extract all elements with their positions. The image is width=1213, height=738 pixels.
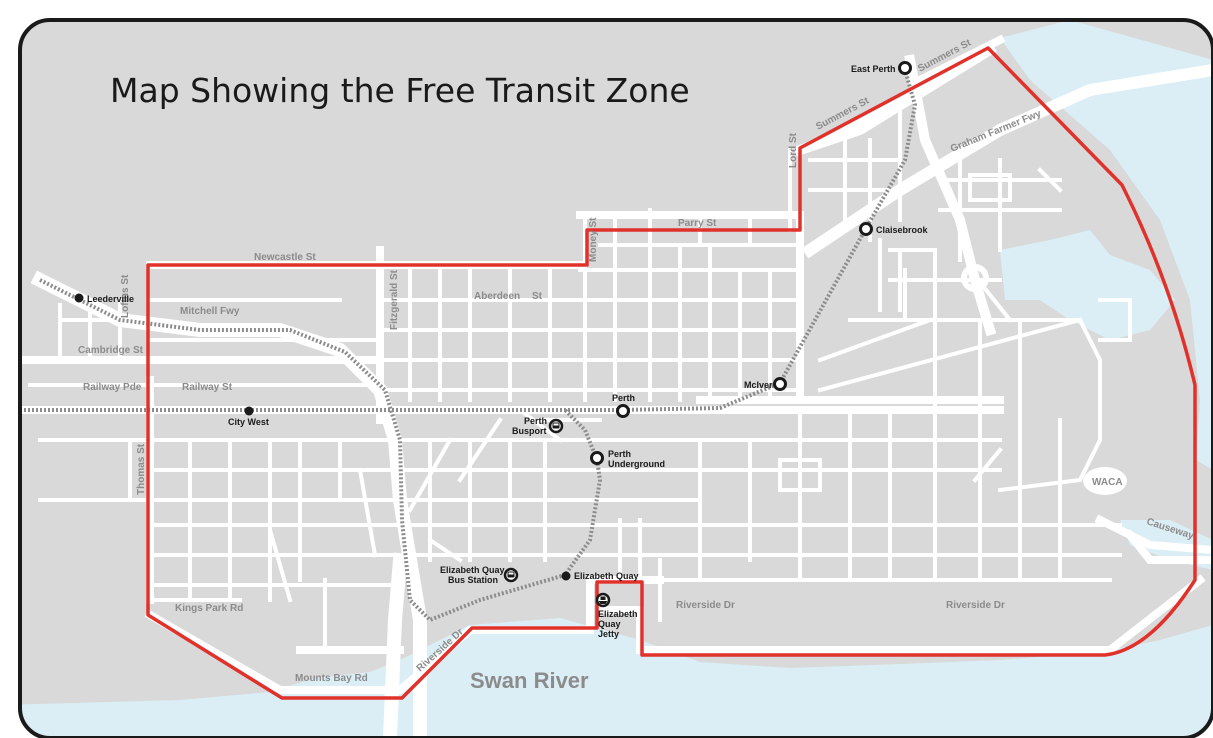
map-title: Map Showing the Free Transit Zone	[110, 71, 690, 110]
station-label-line2: Quay	[598, 619, 621, 629]
street-label-aberdeen: Aberdeen	[474, 291, 520, 302]
minor-station-icon	[561, 571, 571, 581]
minor-roads	[28, 108, 1132, 647]
ferry-icon	[595, 592, 611, 608]
street-label-fitzgerald: Fitzgerald St	[389, 269, 400, 330]
station-label: City West	[228, 417, 269, 427]
street-label-riverside-east: Riverside Dr	[946, 600, 1005, 611]
station-label: Leederville	[87, 294, 134, 304]
train-station-icon	[898, 61, 912, 75]
street-label-thomas: Thomas St	[136, 443, 147, 495]
station-claisebrook[interactable]: Claisebrook	[859, 222, 929, 236]
street-label-railway-st: Railway St	[182, 382, 233, 393]
station-perth[interactable]: Perth	[612, 393, 635, 418]
station-label-line1: Perth	[608, 449, 631, 459]
station-label-line2: Bus Station	[448, 575, 498, 585]
rail-joondalup-mandurah	[39, 278, 603, 623]
station-label-line1: Elizabeth	[598, 609, 638, 619]
train-station-icon	[859, 222, 873, 236]
train-station-icon	[616, 404, 630, 418]
station-leederville[interactable]: Leederville	[74, 293, 135, 305]
street-label-parry: Parry St	[678, 218, 717, 229]
station-label: McIver	[744, 380, 773, 390]
station-label: Claisebrook	[876, 225, 929, 235]
minor-station-icon	[74, 293, 84, 303]
swan-river-label: Swan River	[470, 668, 589, 693]
station-elizabeth-quay-bus[interactable]: Elizabeth Quay Bus Station	[440, 565, 519, 585]
swan-river	[20, 618, 1213, 738]
street-label-lord: Lord St	[788, 132, 799, 168]
station-label-line2: Busport	[512, 426, 547, 436]
street-label-riverside-mid: Riverside Dr	[676, 600, 735, 611]
street-label-loftus: Loftus St	[120, 274, 131, 318]
train-station-icon	[590, 451, 604, 465]
station-elizabeth-quay[interactable]: Elizabeth Quay	[561, 571, 639, 581]
station-label-line2: Underground	[608, 459, 665, 469]
minor-station-icon	[244, 406, 254, 416]
station-east-perth[interactable]: East Perth	[851, 61, 912, 75]
free-transit-zone-boundary	[146, 46, 1197, 700]
station-label-line3: Jetty	[598, 629, 619, 639]
station-label-line1: Elizabeth Quay	[440, 565, 505, 575]
graham-farmer-freeway	[801, 63, 1213, 259]
train-station-icon	[773, 377, 787, 391]
street-label-railway-pde: Railway Pde	[83, 382, 142, 393]
station-elizabeth-quay-jetty[interactable]: Elizabeth Quay Jetty	[595, 592, 638, 639]
bus-icon	[548, 418, 564, 434]
waca-label: WACA	[1092, 477, 1123, 488]
stations: East Perth Claisebrook McIver Perth Pert…	[74, 61, 929, 639]
station-label: Perth	[612, 393, 635, 403]
map-frame	[18, 18, 1213, 738]
river-east	[1000, 20, 1213, 470]
station-perth-busport[interactable]: Perth Busport	[512, 416, 564, 436]
street-label-newcastle: Newcastle St	[254, 252, 316, 263]
street-label-mitchell: Mitchell Fwy	[180, 306, 240, 317]
street-label-aberdeen-st: St	[532, 291, 543, 302]
north-arterials	[793, 43, 997, 337]
road-network	[20, 34, 1213, 738]
bus-icon	[503, 567, 519, 583]
station-city-west[interactable]: City West	[228, 406, 269, 428]
street-label-kings-park: Kings Park Rd	[175, 603, 243, 614]
station-perth-underground[interactable]: Perth Underground	[590, 449, 666, 469]
street-label-cambridge: Cambridge St	[78, 345, 144, 356]
station-mciver[interactable]: McIver	[744, 377, 787, 391]
street-label-mounts-bay: Mounts Bay Rd	[295, 673, 368, 684]
station-label: East Perth	[851, 64, 896, 74]
station-label-line1: Perth	[524, 416, 547, 426]
street-label-money: Money St	[588, 217, 599, 262]
roundabout	[961, 264, 989, 292]
waca-oval	[1083, 467, 1127, 495]
station-label: Elizabeth Quay	[574, 571, 639, 581]
